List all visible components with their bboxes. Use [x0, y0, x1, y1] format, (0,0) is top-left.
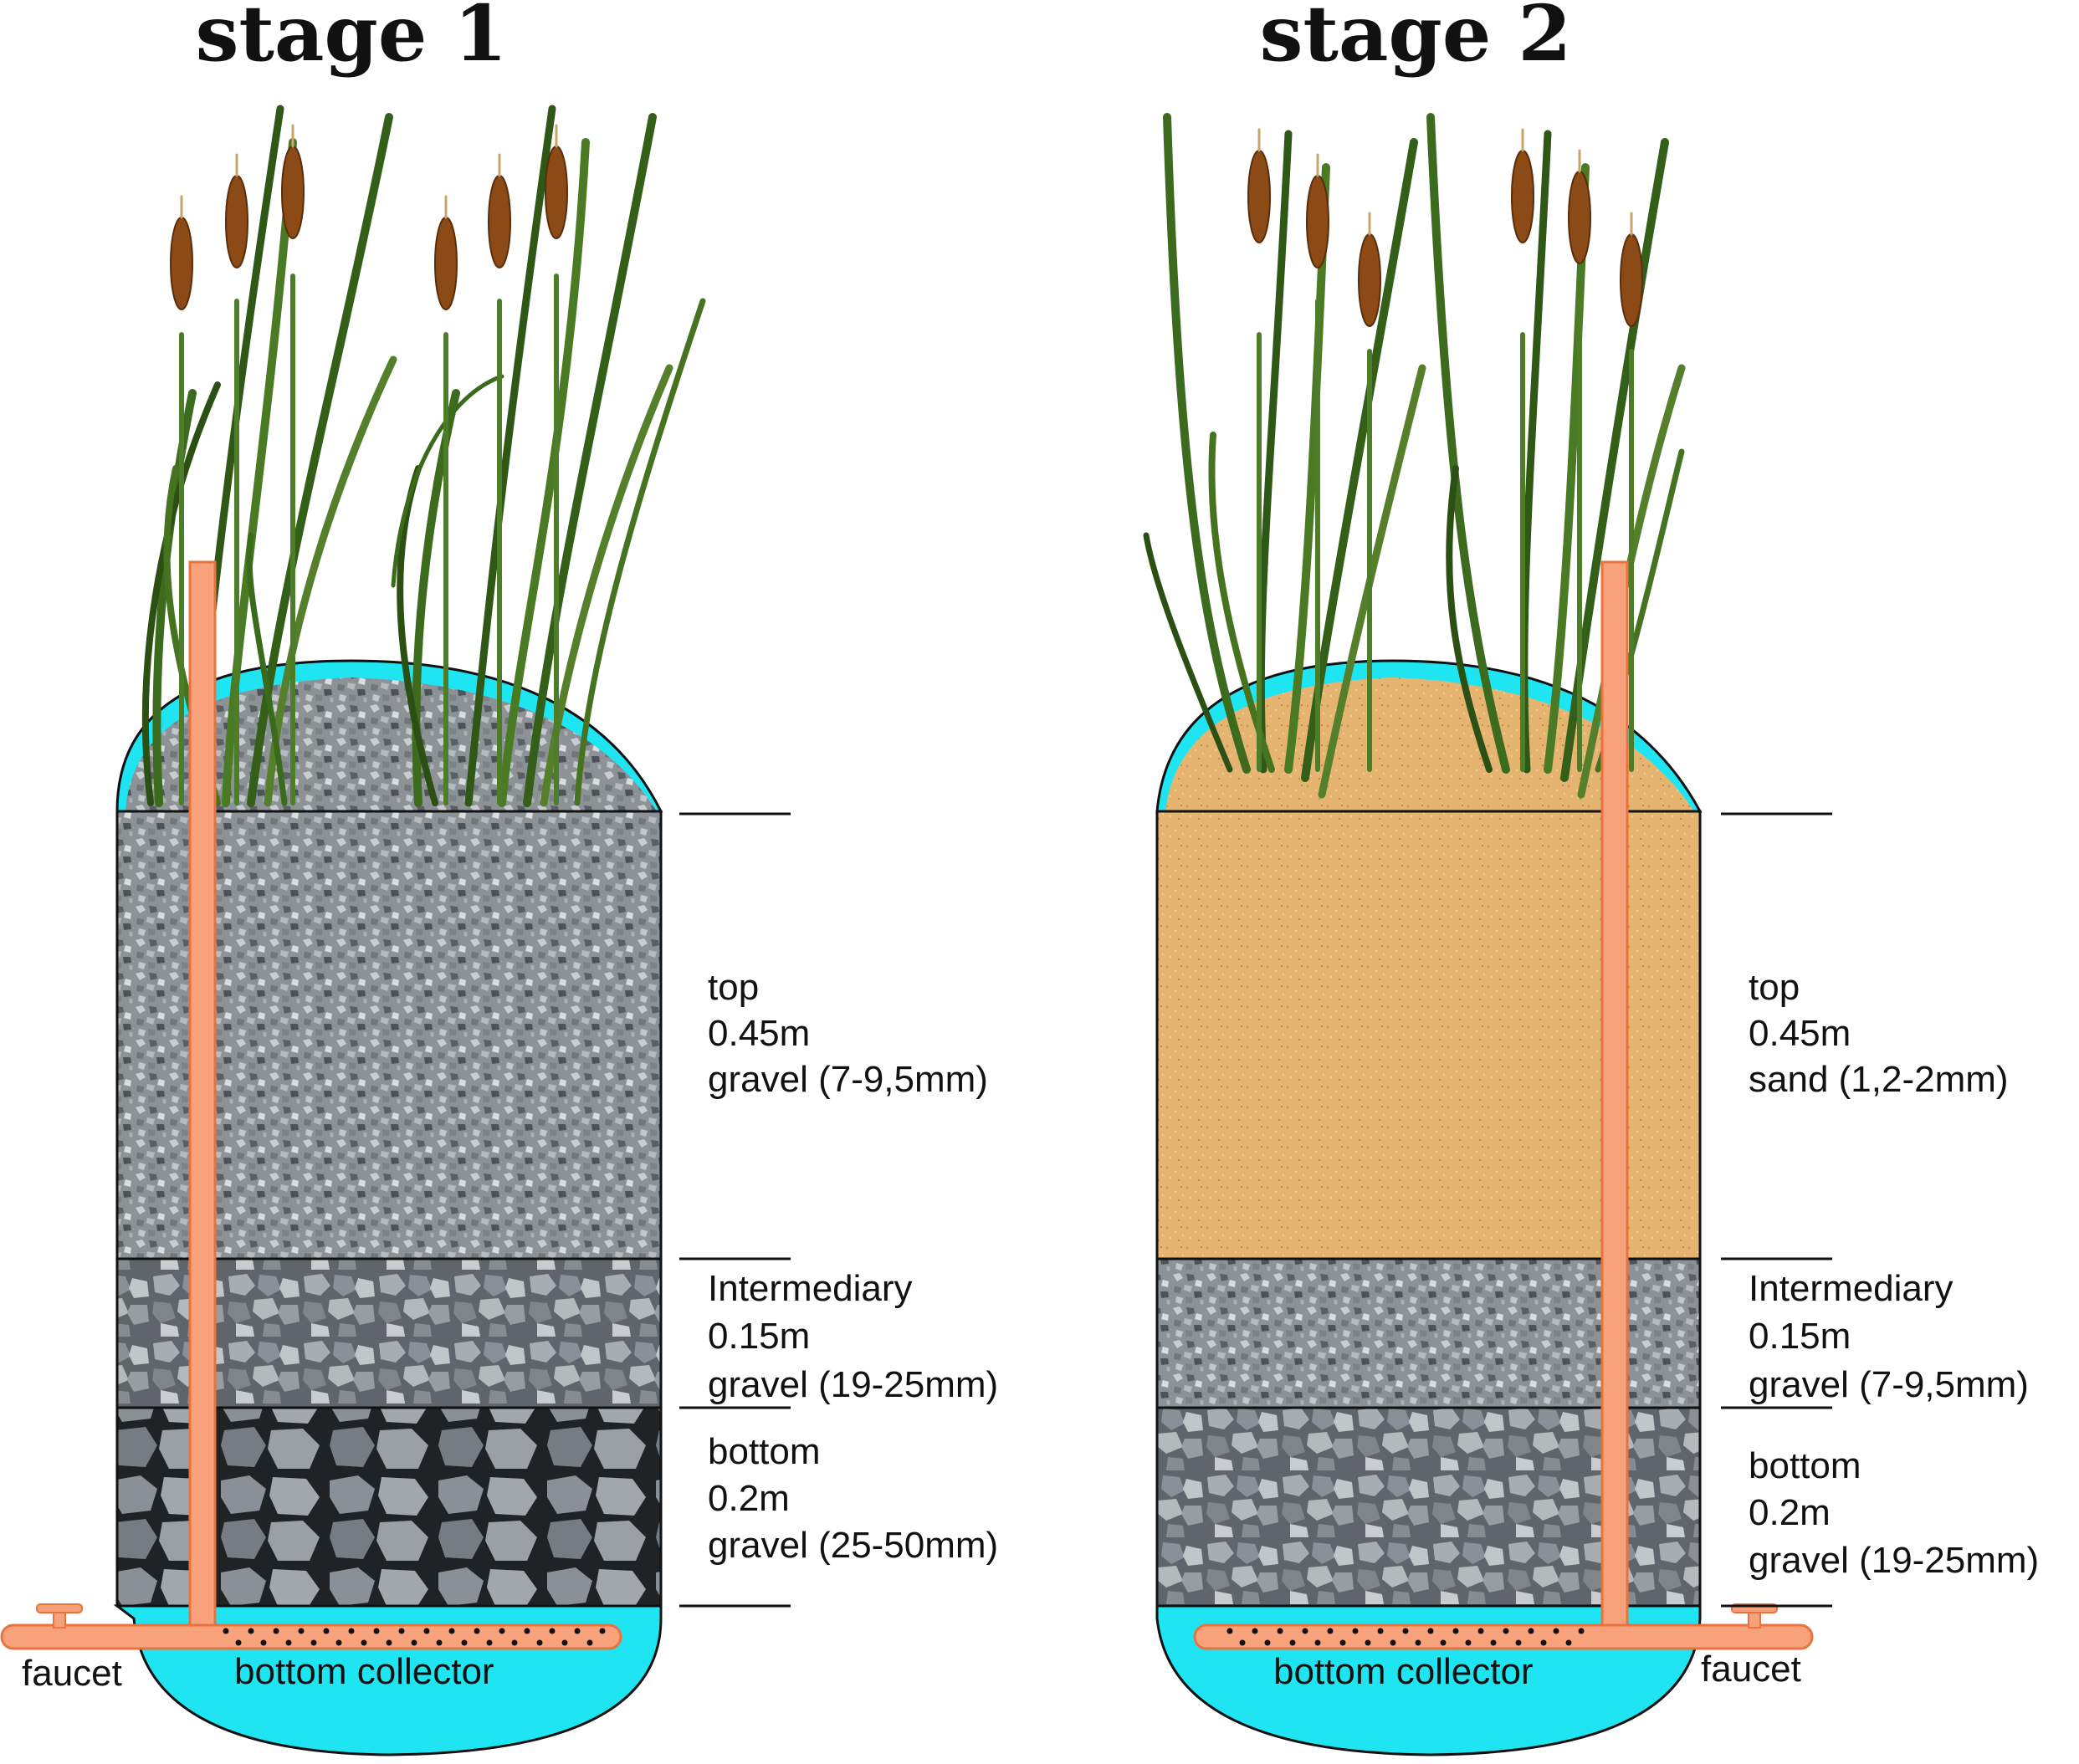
layer-label-top-name: top: [1749, 967, 1800, 1008]
vertical-pipe: [188, 560, 217, 1634]
layer-label-intermediary-name: Intermediary: [1749, 1268, 1954, 1309]
collector-label: bottom collector: [1273, 1651, 1534, 1692]
layer-label-top-name: top: [708, 967, 759, 1008]
layer-label-bottom-depth: 0.2m: [708, 1478, 790, 1519]
vertical-pipe: [1600, 560, 1629, 1634]
layer-label-bottom-material: gravel (25-50mm): [708, 1525, 998, 1566]
layer-label-intermediary-material: gravel (19-25mm): [708, 1364, 998, 1405]
layer-label-top-depth: 0.45m: [708, 1013, 810, 1054]
stage-title: stage 1: [196, 0, 508, 79]
stage-1: stage 1: [0, 0, 998, 1756]
stage-2: stage 2: [1143, 0, 2039, 1756]
collector-label: bottom collector: [234, 1651, 494, 1692]
layer-label-bottom-material: gravel (19-25mm): [1749, 1540, 2039, 1581]
faucet-label: faucet: [1701, 1649, 1801, 1690]
cattail-reed-icon: [391, 105, 706, 807]
layer-label-intermediary-name: Intermediary: [708, 1268, 913, 1309]
layer-label-intermediary-depth: 0.15m: [708, 1316, 810, 1357]
perforated-pipe-icon: [0, 1623, 622, 1650]
layer-label-top-material: gravel (7-9,5mm): [708, 1059, 988, 1100]
layer-label-intermediary-material: gravel (7-9,5mm): [1749, 1364, 2029, 1405]
layer-label-intermediary-depth: 0.15m: [1749, 1316, 1851, 1357]
cattail-reed-icon: [1143, 113, 1426, 799]
layer-label-bottom-depth: 0.2m: [1749, 1492, 1831, 1533]
layer-label-top-depth: 0.45m: [1749, 1013, 1851, 1054]
layer-label-top-material: sand (1,2-2mm): [1749, 1059, 2009, 1100]
perforated-pipe-icon: [1193, 1623, 1814, 1650]
faucet-label: faucet: [22, 1653, 122, 1694]
layer-label-bottom-name: bottom: [1749, 1445, 1861, 1486]
faucet-icon: [36, 1603, 83, 1629]
layer-label-bottom-name: bottom: [708, 1431, 821, 1472]
cattail-reed-icon: [1426, 113, 1686, 799]
stage-title: stage 2: [1260, 0, 1572, 79]
cattail-reed-icon: [141, 105, 397, 807]
